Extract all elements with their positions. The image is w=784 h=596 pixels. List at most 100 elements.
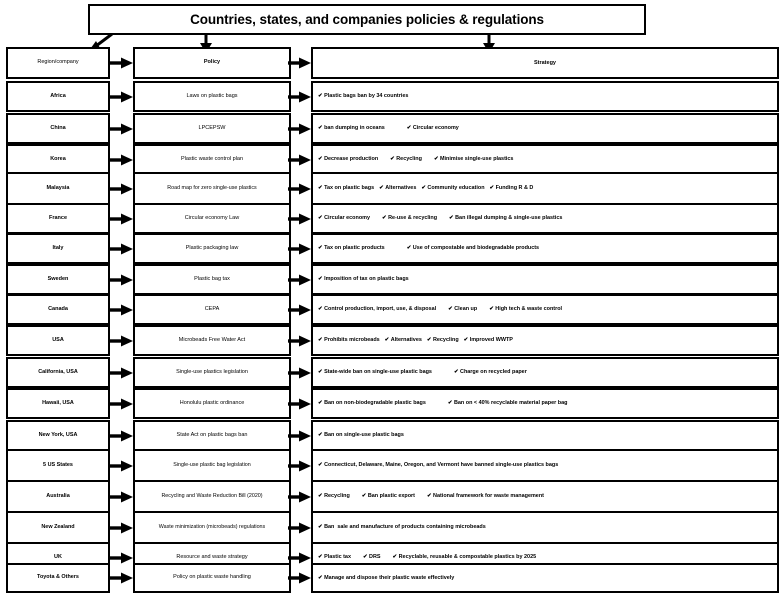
- table-row: Hawaii, USA Honolulu plastic ordinance ✔ B…: [0, 388, 784, 419]
- strategy-item: ✔ Ban on < 40% recyclable material paper…: [447, 400, 568, 407]
- strategy-cell[interactable]: ✔ Ban sale and manufacture of products c…: [311, 511, 779, 544]
- region-cell[interactable]: 5 US States: [6, 449, 110, 482]
- arrow-right-icon: [288, 551, 311, 565]
- policy-cell[interactable]: Road map for zero single-use plastics: [133, 172, 291, 205]
- strategy-item: ✔ Circular economy: [406, 125, 459, 132]
- arrow-right-icon: [288, 334, 311, 348]
- strategy-list: ✔ Circular economy✔ Re-use & recycling✔ …: [313, 215, 777, 221]
- policy-label: Policy on plastic waste handling: [173, 574, 251, 581]
- policy-cell[interactable]: Circular economy Law: [133, 203, 291, 234]
- table-row: France Circular economy Law ✔ Circular eco…: [0, 203, 784, 234]
- table-row: Korea Plastic waste control plan ✔ Decreas…: [0, 144, 784, 175]
- table-row: Canada CEPA ✔ Control production, import, …: [0, 294, 784, 325]
- strategy-list: ✔ Ban on non-biodegradable plastic bags ✔…: [313, 400, 777, 406]
- region-cell[interactable]: Italy: [6, 233, 110, 264]
- strategy-list: ✔ Imposition of tax on plastic bags: [313, 276, 777, 282]
- strategy-item: ✔ Alternatives: [379, 185, 417, 192]
- table-row: Italy Plastic packaging law ✔ Tax on plast…: [0, 233, 784, 264]
- region-cell[interactable]: New York, USA: [6, 420, 110, 451]
- region-cell[interactable]: Australia: [6, 480, 110, 513]
- region-label: Africa: [50, 92, 66, 99]
- strategy-cell[interactable]: ✔ Control production, import, use, & dis…: [311, 294, 779, 325]
- policy-cell[interactable]: Microbeads Free Water Act: [133, 325, 291, 356]
- strategy-cell[interactable]: ✔ Recycling✔ Ban plastic export✔ Nationa…: [311, 480, 779, 513]
- arrow-right-icon: [110, 182, 133, 196]
- table-row: California, USA Single-use plastics legis…: [0, 357, 784, 388]
- strategy-cell[interactable]: ✔ Tax on plastic bags✔ Alternatives✔ Com…: [311, 172, 779, 205]
- strategy-item: ✔ Funding R & D: [489, 185, 534, 192]
- policy-cell[interactable]: Single-use plastics legislation: [133, 357, 291, 388]
- policy-label: State Act on plastic bags ban: [176, 431, 248, 438]
- strategy-item: ✔ Imposition of tax on plastic bags: [318, 276, 409, 283]
- strategy-cell[interactable]: ✔ Ban on non-biodegradable plastic bags ✔…: [311, 388, 779, 419]
- strategy-item: ✔ High tech & waste control: [489, 306, 563, 313]
- check-icon: ✔: [318, 337, 323, 344]
- policy-cell[interactable]: Plastic packaging law: [133, 233, 291, 264]
- strategy-item: ✔ Plastic tax: [318, 554, 351, 561]
- region-label: California, USA: [38, 368, 78, 375]
- policy-label: Single-use plastic bag legislation: [173, 461, 251, 468]
- arrow-right-icon: [288, 521, 311, 535]
- region-cell[interactable]: Canada: [6, 294, 110, 325]
- region-cell[interactable]: Hawaii, USA: [6, 388, 110, 419]
- strategy-item: ✔ Ban on non-biodegradable plastic bags: [318, 400, 426, 407]
- policy-cell[interactable]: Honolulu plastic ordinance: [133, 388, 291, 419]
- arrow-right-icon: [288, 182, 311, 196]
- policy-cell[interactable]: Plastic bag tax: [133, 264, 291, 295]
- table-row: Africa Laws on plastic bags ✔ Plastic bags…: [0, 81, 784, 112]
- strategy-item: ✔ Charge on recycled paper: [453, 369, 527, 376]
- arrow-right-icon: [110, 397, 133, 411]
- table-row: New York, USA State Act on plastic bags b…: [0, 420, 784, 451]
- arrow-right-icon: [110, 521, 133, 535]
- strategy-cell[interactable]: ✔ Plastic bags ban by 34 countries: [311, 81, 779, 112]
- region-cell[interactable]: Malaysia: [6, 172, 110, 205]
- region-cell[interactable]: France: [6, 203, 110, 234]
- region-cell[interactable]: Korea: [6, 144, 110, 175]
- arrow-right-icon: [288, 153, 311, 167]
- region-cell[interactable]: China: [6, 113, 110, 144]
- region-label: Australia: [46, 492, 70, 499]
- arrow-right-icon: [288, 397, 311, 411]
- arrow-right-icon: [110, 212, 133, 226]
- strategy-cell[interactable]: ✔ Tax on plastic products✔ Use of compos…: [311, 233, 779, 264]
- strategy-cell[interactable]: ✔ Ban on single-use plastic bags: [311, 420, 779, 451]
- region-cell[interactable]: Toyota & Others: [6, 563, 110, 593]
- strategy-cell[interactable]: ✔ ban dumping in oceans✔ Circular econom…: [311, 113, 779, 144]
- strategy-cell[interactable]: ✔ Prohibits microbeads✔ Alternatives✔ Re…: [311, 325, 779, 356]
- table-row: Malaysia Road map for zero single-use pla…: [0, 172, 784, 205]
- region-cell[interactable]: Sweden: [6, 264, 110, 295]
- strategy-cell[interactable]: ✔ Imposition of tax on plastic bags: [311, 264, 779, 295]
- policy-cell[interactable]: Recycling and Waste Reduction Bill (2020…: [133, 480, 291, 513]
- strategy-cell[interactable]: ✔ Circular economy✔ Re-use & recycling✔ …: [311, 203, 779, 234]
- policy-cell[interactable]: Plastic waste control plan: [133, 144, 291, 175]
- strategy-cell[interactable]: ✔ Manage and dispose their plastic waste…: [311, 563, 779, 593]
- strategy-item: ✔ Recyclable, reusable & compostable pla…: [392, 554, 537, 561]
- strategy-list: ✔ Tax on plastic bags✔ Alternatives✔ Com…: [313, 185, 777, 191]
- policy-cell[interactable]: Single-use plastic bag legislation: [133, 449, 291, 482]
- check-icon: ✔: [384, 337, 390, 344]
- strategy-cell[interactable]: ✔ State-wide ban on single-use plastic b…: [311, 357, 779, 388]
- policy-label: Laws on plastic bags: [186, 92, 238, 99]
- region-cell[interactable]: New Zealand: [6, 511, 110, 544]
- region-cell[interactable]: USA: [6, 325, 110, 356]
- table-row: 5 US States Single-use plastic bag legisl…: [0, 449, 784, 482]
- region-cell[interactable]: California, USA: [6, 357, 110, 388]
- policy-cell[interactable]: Waste minimization (microbeads) regulati…: [133, 511, 291, 544]
- policy-cell[interactable]: Policy on plastic waste handling: [133, 563, 291, 593]
- check-icon: ✔: [318, 462, 323, 469]
- policy-cell[interactable]: State Act on plastic bags ban: [133, 420, 291, 451]
- check-icon: ✔: [421, 185, 426, 192]
- policy-cell[interactable]: Laws on plastic bags: [133, 81, 291, 112]
- policy-cell[interactable]: CEPA: [133, 294, 291, 325]
- region-cell[interactable]: Africa: [6, 81, 110, 112]
- policy-label: Resource and waste strategy: [176, 553, 248, 560]
- strategy-cell[interactable]: ✔ Decrease production✔ Recycling✔ Minimi…: [311, 144, 779, 175]
- chart-title-box: Countries, states, and companies policie…: [88, 4, 646, 35]
- policy-cell[interactable]: LPCEPSW: [133, 113, 291, 144]
- strategy-item: ✔ Recycling: [318, 493, 350, 500]
- arrow-right-icon: [288, 303, 311, 317]
- arrow-right-icon: [110, 366, 133, 380]
- strategy-cell[interactable]: ✔ Connecticut, Delaware, Maine, Oregon, …: [311, 449, 779, 482]
- strategy-item: ✔ Circular economy: [318, 215, 371, 222]
- table-row: Australia Recycling and Waste Reduction B…: [0, 480, 784, 513]
